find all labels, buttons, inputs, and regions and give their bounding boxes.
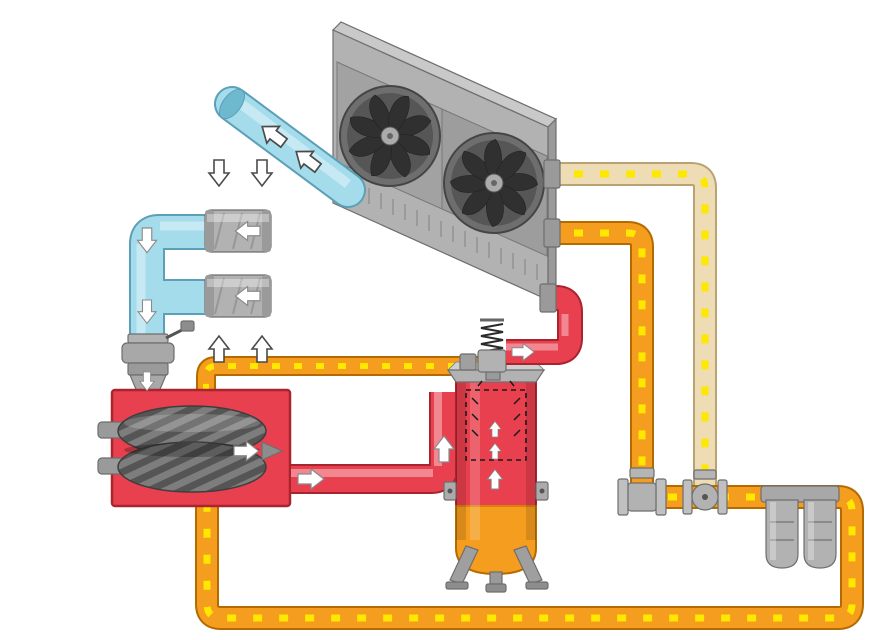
separator-drain-stub	[489, 571, 503, 585]
oil-filter-2-highlight	[808, 502, 814, 560]
intake-valve-body	[121, 342, 175, 364]
fan-2-blades	[450, 139, 538, 227]
oil-filter-head	[760, 485, 840, 503]
stop-valve-bolt	[702, 494, 708, 500]
separator-bracket-bolt-left	[447, 488, 453, 494]
oil-filters	[760, 485, 840, 569]
separator-element	[465, 380, 527, 461]
fan-1-hub-cap	[387, 133, 393, 139]
mpv-side-fitting	[459, 353, 477, 371]
ambient-air-down-arrow-icon	[208, 159, 230, 187]
duct-open-end	[218, 88, 246, 120]
separator-leg-right	[513, 545, 543, 585]
separator-shade-right	[526, 380, 536, 540]
cooled-oil-line	[548, 162, 717, 497]
thermo-valve-top-flange	[629, 467, 655, 479]
ambient-air-down-arrow-icon	[251, 159, 273, 187]
intake-valve-top-flange	[127, 333, 169, 344]
warm-oil-line	[548, 221, 654, 497]
intake-filter-1-cap-right	[262, 210, 271, 252]
oil-filter-1-body	[765, 499, 799, 569]
air-oil-cooler	[331, 21, 561, 302]
separator-bracket-bolt-right	[539, 488, 545, 494]
discharge-pipe-highlight	[291, 392, 442, 477]
stop-valve-top-flange	[693, 469, 717, 480]
thermo-valve-body	[627, 482, 657, 512]
intake-filter-1-cap-left	[205, 210, 214, 252]
oil-filter-bands	[770, 521, 832, 541]
discharge-pipe-outline	[291, 392, 459, 494]
warm-oil-line-pipe	[548, 223, 652, 497]
separator-element-cartridge	[465, 389, 527, 461]
intake-filter-2-cap-left	[205, 275, 214, 317]
exhaust-air-duct	[214, 86, 366, 208]
intake-filter-2-highlight	[207, 279, 269, 287]
cooler-port-hot-inlet	[539, 283, 557, 313]
cooler-side-face	[547, 117, 557, 302]
cooled-oil-line-pipe	[548, 164, 715, 497]
separator-foot-left	[445, 581, 469, 590]
scavenge-flow-markers	[203, 363, 478, 394]
rotor-discharge-tip	[261, 441, 284, 461]
main-oil-return-line	[195, 485, 864, 630]
warm-oil-line-outline	[548, 221, 654, 497]
sep-cooler-pipe-body	[506, 287, 581, 363]
intake-filter-2-cap-right	[262, 275, 271, 317]
cooler-port-cooled-oil	[543, 159, 561, 189]
intake-filter-1-highlight	[207, 214, 269, 222]
rotor-highlight	[124, 414, 260, 432]
fan-2-hub-cap	[491, 180, 497, 186]
fan-1	[339, 85, 441, 187]
stop-valve-flange-left	[682, 479, 693, 515]
compressor-unit	[97, 388, 292, 508]
sep-cooler-pipe-highlight	[506, 314, 569, 351]
intake-pipe-highlight	[136, 221, 207, 338]
mpv-spring	[480, 323, 504, 353]
screw-rotor-lower	[117, 441, 267, 493]
intake-pipe-body	[131, 216, 207, 338]
thermo-valve-flange-left	[617, 478, 629, 516]
intake-valve-actuator	[180, 320, 195, 332]
minimum-pressure-valve	[459, 318, 507, 381]
thermostatic-valve	[617, 467, 667, 516]
duct-body	[216, 88, 364, 206]
separator-tank	[443, 361, 549, 593]
mpv-body	[477, 349, 507, 373]
discharge-pipe-body	[291, 392, 457, 492]
main-oil-return-flow-markers	[203, 493, 856, 622]
rotor-mesh-shadow	[124, 443, 260, 457]
stop-valve-flange-right	[717, 479, 728, 515]
cooler-port-warm-oil	[543, 218, 561, 248]
fan-1-blades	[348, 94, 432, 178]
duct-highlight	[233, 96, 351, 188]
oil-filter-1-highlight	[770, 502, 776, 560]
oil-stop-valve	[682, 469, 728, 515]
fan-2	[443, 132, 545, 234]
separator-element-flow-ticks	[471, 380, 521, 437]
separator-shade-left	[456, 380, 466, 540]
warm-oil-flow-markers	[548, 229, 646, 497]
separator-drain-valve	[485, 583, 507, 593]
compressor-discharge-pipe	[291, 392, 459, 494]
scavenge-oil-line	[196, 356, 478, 394]
oil-filter-2-body	[803, 499, 837, 569]
separator-foot-right	[525, 581, 549, 590]
separator-to-cooler-pipe	[506, 283, 583, 365]
thermo-valve-flange-right	[655, 478, 667, 516]
screw-rotors	[117, 405, 284, 493]
